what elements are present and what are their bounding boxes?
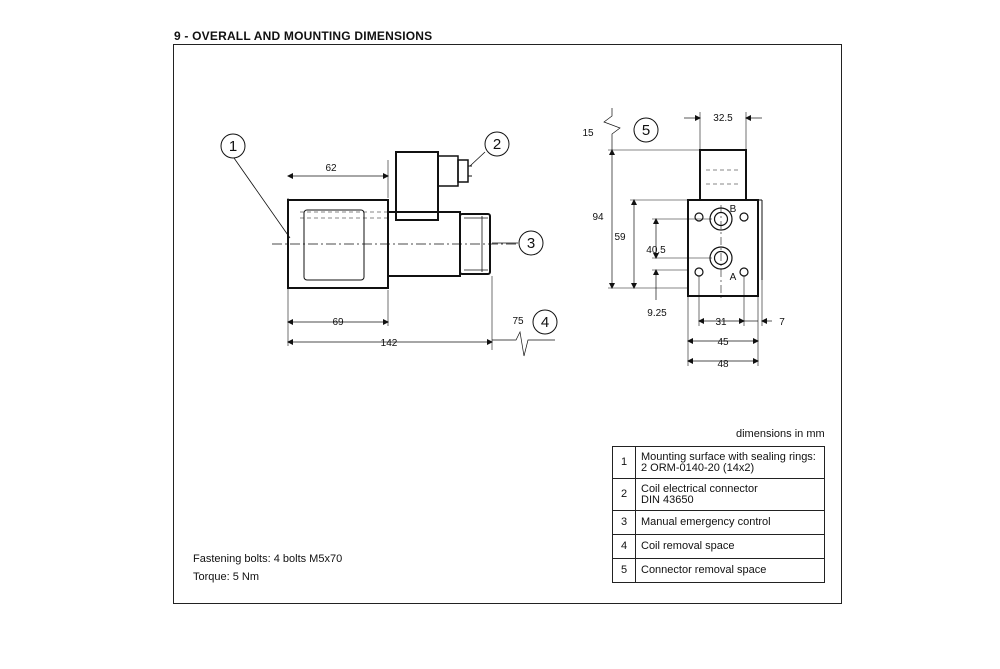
callout-1-label: 1: [229, 138, 237, 155]
fastening-bolts-note: Fastening bolts: 4 bolts M5x70: [193, 553, 343, 565]
callout-3-label: 3: [527, 235, 535, 252]
legend-text: Mounting surface with sealing rings: 2 O…: [635, 446, 825, 479]
dim-142: 142: [381, 338, 398, 349]
drawing-frame: [173, 44, 842, 604]
fastening-notes: Fastening bolts: 4 bolts M5x70 Torque: 5…: [193, 550, 342, 586]
dim-15: 15: [582, 128, 594, 139]
port-b-label: B: [730, 204, 737, 215]
legend-text: Connector removal space: [635, 558, 825, 583]
callout-5: [633, 117, 659, 143]
legend-row: 4 Coil removal space: [612, 534, 825, 559]
legend-text: Coil electrical connector DIN 43650: [635, 478, 825, 511]
callout-1: [220, 133, 246, 159]
legend-line: Mounting surface with sealing rings:: [641, 450, 816, 463]
legend-row: 1 Mounting surface with sealing rings: 2…: [612, 446, 825, 479]
dim-45: 45: [717, 337, 729, 348]
legend-line: DIN 43650: [641, 493, 694, 506]
torque-note: Torque: 5 Nm: [193, 571, 260, 583]
legend-line: Coil electrical connector: [641, 482, 758, 495]
dim-59: 59: [614, 232, 626, 243]
legend-text: Manual emergency control: [635, 510, 825, 535]
dim-94: 94: [592, 212, 604, 223]
legend-number: 1: [612, 446, 636, 479]
dim-9-25: 9.25: [647, 308, 667, 319]
front-view: [603, 108, 772, 366]
legend-text: Coil removal space: [635, 534, 825, 559]
legend-number: 4: [612, 534, 636, 559]
callout-5-label: 5: [642, 122, 650, 139]
dim-32-5: 32.5: [713, 113, 733, 124]
callout-2: [484, 131, 510, 157]
dim-7: 7: [779, 317, 785, 328]
dim-69: 69: [332, 317, 344, 328]
section-heading: 9 - OVERALL AND MOUNTING DIMENSIONS: [174, 29, 433, 43]
legend-number: 3: [612, 510, 636, 535]
legend-table: 1 Mounting surface with sealing rings: 2…: [612, 446, 825, 583]
port-a-label: A: [730, 272, 737, 283]
legend-row: 3 Manual emergency control: [612, 510, 825, 535]
dim-40-5: 40.5: [646, 245, 666, 256]
legend-line: 2 ORM-0140-20 (14x2): [641, 461, 755, 474]
callout-4-label: 4: [541, 314, 549, 331]
dim-62: 62: [325, 163, 337, 174]
dim-31: 31: [715, 317, 727, 328]
valve-body: [687, 199, 759, 297]
coil-window: [303, 209, 365, 281]
units-note: dimensions in mm: [736, 428, 825, 440]
legend-row: 2 Coil electrical connector DIN 43650: [612, 478, 825, 511]
callout-3: [518, 230, 544, 256]
dim-48: 48: [717, 359, 729, 370]
front-connector: [699, 149, 747, 201]
dim-75: 75: [512, 316, 524, 327]
callout-4: [532, 309, 558, 335]
side-view: [233, 151, 555, 357]
legend-number: 2: [612, 478, 636, 511]
legend-row: 5 Connector removal space: [612, 558, 825, 583]
electrical-connector: [395, 151, 439, 221]
legend-number: 5: [612, 558, 636, 583]
callout-2-label: 2: [493, 136, 501, 153]
